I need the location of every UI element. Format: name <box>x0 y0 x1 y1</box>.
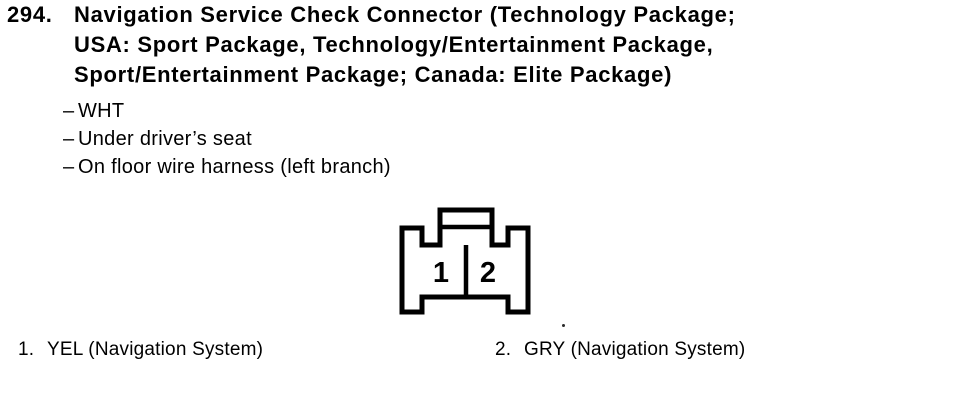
pin-legend-number: 1. <box>18 339 35 360</box>
pin-legend-item-1: 1. YEL (Navigation System) <box>18 336 263 364</box>
detail-list: – WHT – Under driver’s seat – On floor w… <box>63 97 391 181</box>
detail-text: WHT <box>78 100 125 122</box>
dash-bullet: – <box>63 128 75 150</box>
pin-legend-label: YEL (Navigation System) <box>47 339 264 360</box>
item-number: 294. <box>7 2 53 27</box>
connector-outline <box>399 207 531 315</box>
item-title-line: Navigation Service Check Connector (Tech… <box>74 2 736 27</box>
connector-diagram: 1 2 <box>399 207 531 315</box>
cavity-2-number: 2 <box>480 257 496 289</box>
item-title: Navigation Service Check Connector (Tech… <box>74 0 736 90</box>
detail-item: – WHT <box>63 97 391 125</box>
item-title-line: Sport/Entertainment Package; Canada: Eli… <box>74 62 673 87</box>
cavity-1-number: 1 <box>433 257 449 289</box>
detail-text: On floor wire harness (left branch) <box>78 156 391 178</box>
pin-legend-number: 2. <box>495 339 512 360</box>
pin-legend-item-2: 2. GRY (Navigation System) <box>495 336 745 364</box>
pin-legend-label: GRY (Navigation System) <box>524 339 746 360</box>
scan-speck <box>562 324 565 327</box>
detail-item: – On floor wire harness (left branch) <box>63 153 391 181</box>
detail-item: – Under driver’s seat <box>63 125 391 153</box>
item-title-line: USA: Sport Package, Technology/Entertain… <box>74 32 714 57</box>
dash-bullet: – <box>63 100 75 122</box>
detail-text: Under driver’s seat <box>78 128 252 150</box>
dash-bullet: – <box>63 156 75 178</box>
